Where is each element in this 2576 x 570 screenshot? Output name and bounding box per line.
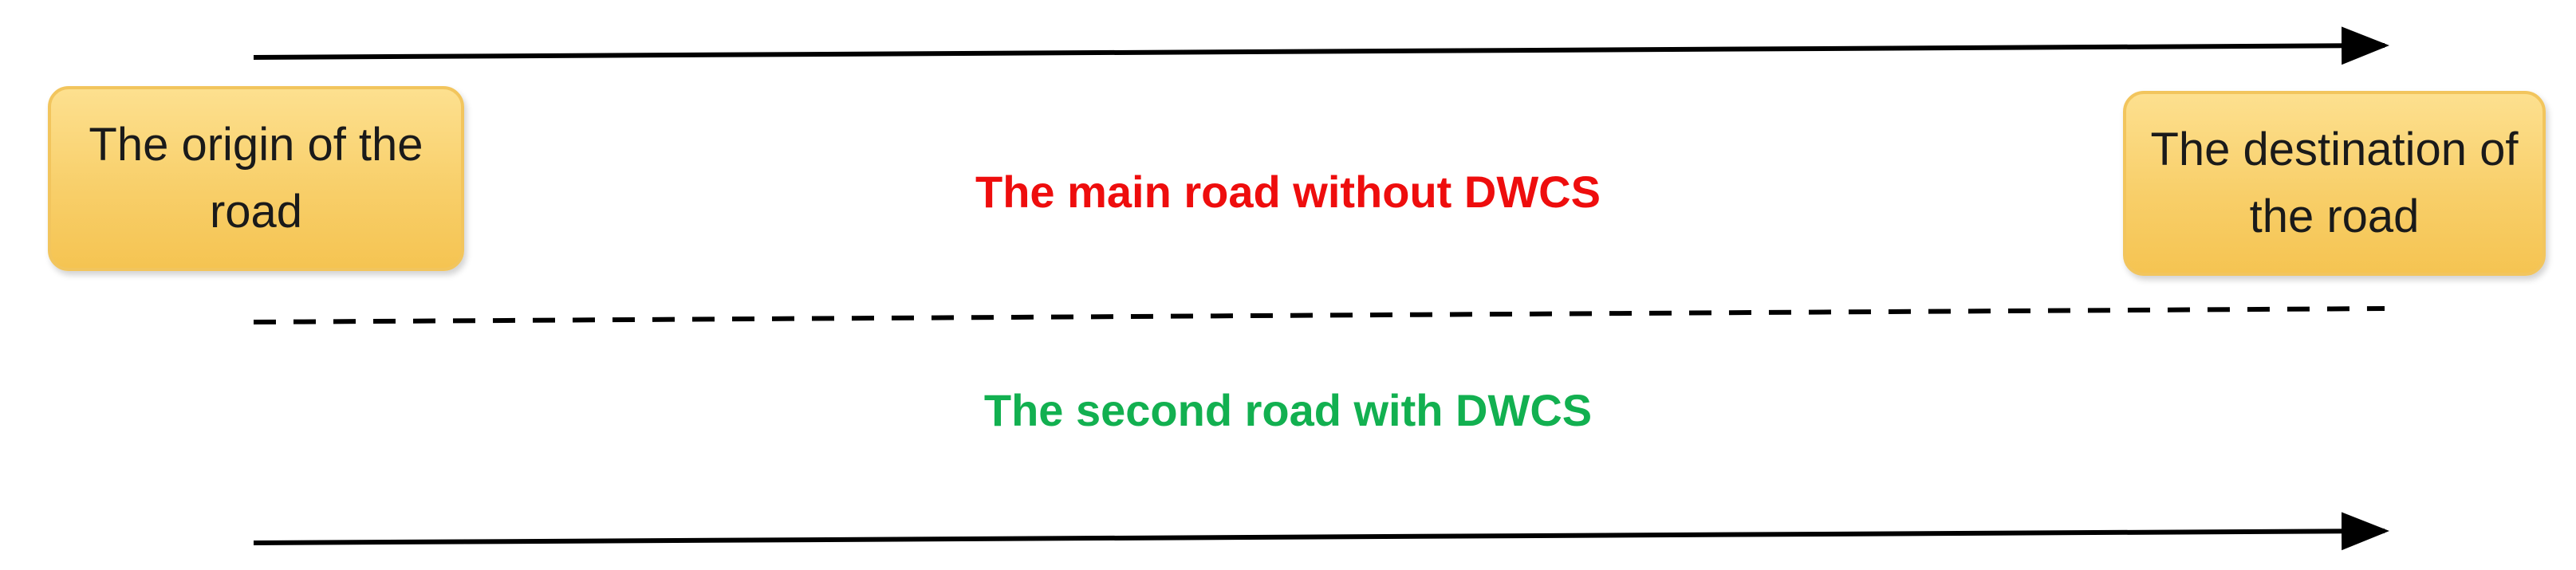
main-road-label: The main road without DWCS (975, 167, 1601, 217)
road-divider-dashed-line (253, 306, 2385, 324)
second-road-label: The second road with DWCS (983, 385, 1593, 435)
bottom-road-arrow (253, 512, 2389, 551)
origin-node-label: The origin of the road (89, 119, 423, 238)
origin-node: The origin of the road (48, 86, 464, 271)
top-road-arrow (253, 26, 2389, 65)
destination-node-label: The destination of the road (2150, 124, 2519, 242)
destination-node: The destination of the road (2123, 91, 2546, 276)
